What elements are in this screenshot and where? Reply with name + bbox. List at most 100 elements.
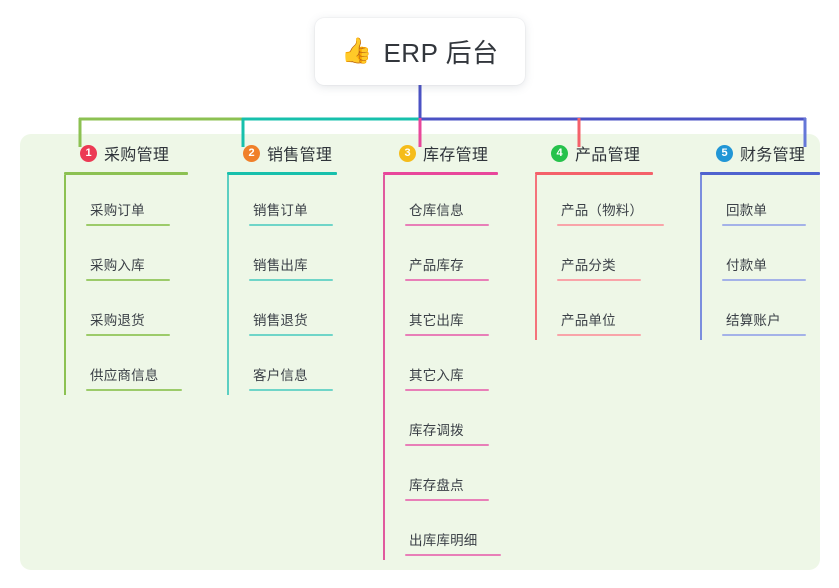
column-title-5: 财务管理 [740,147,806,164]
list-item[interactable]: 库存盘点 [405,450,538,505]
list-item[interactable]: 销售出库 [249,230,382,285]
list-item-underline [722,224,806,226]
list-item-label: 供应商信息 [90,368,159,383]
list-item-underline [249,224,333,226]
list-item[interactable]: 库存调拨 [405,395,538,450]
list-item[interactable]: 出库库明细 [405,505,538,560]
column-badge-1: 1 [80,144,97,162]
list-item-underline [557,334,641,336]
column-sales: 2 销售管理 销售订单 销售出库 销售退货 客户信息 [222,134,382,395]
list-item[interactable]: 采购退货 [86,285,219,340]
column-title-4: 产品管理 [575,147,641,164]
list-item-label: 出库库明细 [409,533,478,548]
list-item-underline [405,389,489,391]
list-item-underline [86,389,182,391]
column-items-5: 回款单 付款单 结算账户 [700,175,839,340]
column-items-1: 采购订单 采购入库 采购退货 供应商信息 [64,175,219,395]
list-item-underline [722,334,806,336]
column-header-2[interactable]: 2 销售管理 [222,134,382,172]
column-badge-5: 5 [716,144,733,162]
list-item-underline [557,224,664,226]
column-title-2: 销售管理 [267,147,333,164]
list-item[interactable]: 其它出库 [405,285,538,340]
column-finance: 5 财务管理 回款单 付款单 结算账户 [695,134,839,340]
list-item[interactable]: 销售订单 [249,175,382,230]
list-item-label: 产品单位 [561,313,616,328]
list-item-label: 其它入库 [409,368,464,383]
content-panel [20,134,820,570]
list-item[interactable]: 结算账户 [722,285,839,340]
list-item-underline [249,334,333,336]
column-header-5[interactable]: 5 财务管理 [695,134,839,172]
column-underline-4 [535,172,653,175]
list-item-label: 库存盘点 [409,478,464,493]
list-item-label: 销售订单 [253,203,308,218]
thumbs-up-icon: 👍 [341,37,373,65]
list-item-label: 销售退货 [253,313,308,328]
list-item-underline [405,224,489,226]
list-item-underline [405,334,489,336]
column-spine-2 [227,175,229,395]
list-item-underline [405,279,489,281]
list-item-underline [405,499,489,501]
list-item-label: 销售出库 [253,258,308,273]
list-item-underline [249,389,333,391]
list-item-label: 采购入库 [90,258,145,273]
column-product: 4 产品管理 产品（物料） 产品分类 产品单位 [530,134,690,340]
list-item-label: 客户信息 [253,368,308,383]
list-item[interactable]: 付款单 [722,230,839,285]
list-item[interactable]: 仓库信息 [405,175,538,230]
list-item-underline [86,279,170,281]
list-item-label: 结算账户 [726,313,781,328]
list-item[interactable]: 产品分类 [557,230,690,285]
list-item-underline [249,279,333,281]
column-title-3: 库存管理 [423,147,489,164]
list-item[interactable]: 产品（物料） [557,175,690,230]
column-spine-5 [700,175,702,340]
column-items-4: 产品（物料） 产品分类 产品单位 [535,175,690,340]
list-item-label: 库存调拨 [409,423,464,438]
column-inventory: 3 库存管理 仓库信息 产品库存 其它出库 其它入库 [378,134,538,560]
list-item-underline [405,554,501,556]
list-item[interactable]: 销售退货 [249,285,382,340]
column-container: 1 采购管理 采购订单 采购入库 采购退货 供应商信 [20,134,820,570]
column-underline-1 [64,172,188,175]
list-item[interactable]: 客户信息 [249,340,382,395]
list-item-label: 回款单 [726,203,768,218]
column-spine-3 [383,175,385,560]
column-header-3[interactable]: 3 库存管理 [378,134,538,172]
column-underline-5 [700,172,820,175]
list-item[interactable]: 其它入库 [405,340,538,395]
column-header-1[interactable]: 1 采购管理 [59,134,219,172]
list-item[interactable]: 回款单 [722,175,839,230]
list-item-underline [722,279,806,281]
list-item-label: 产品（物料） [561,203,644,218]
list-item-label: 其它出库 [409,313,464,328]
column-spine-1 [64,175,66,395]
list-item[interactable]: 产品单位 [557,285,690,340]
column-badge-2: 2 [243,144,260,162]
column-badge-3: 3 [399,144,416,162]
list-item[interactable]: 产品库存 [405,230,538,285]
column-spine-4 [535,175,537,340]
list-item[interactable]: 采购入库 [86,230,219,285]
list-item-underline [86,334,170,336]
list-item-label: 产品分类 [561,258,616,273]
root-node[interactable]: 👍 ERP 后台 [315,18,525,85]
column-header-4[interactable]: 4 产品管理 [530,134,690,172]
column-badge-4: 4 [551,144,568,162]
column-purchasing: 1 采购管理 采购订单 采购入库 采购退货 供应商信 [59,134,219,395]
list-item-underline [557,279,641,281]
list-item-label: 仓库信息 [409,203,464,218]
list-item-label: 采购退货 [90,313,145,328]
column-title-1: 采购管理 [104,147,170,164]
root-node-title: ERP 后台 [383,38,499,68]
list-item-label: 付款单 [726,258,768,273]
column-underline-3 [383,172,498,175]
list-item[interactable]: 采购订单 [86,175,219,230]
column-underline-2 [227,172,337,175]
column-items-3: 仓库信息 产品库存 其它出库 其它入库 库存调拨 [383,175,538,560]
list-item[interactable]: 供应商信息 [86,340,219,395]
list-item-label: 采购订单 [90,203,145,218]
